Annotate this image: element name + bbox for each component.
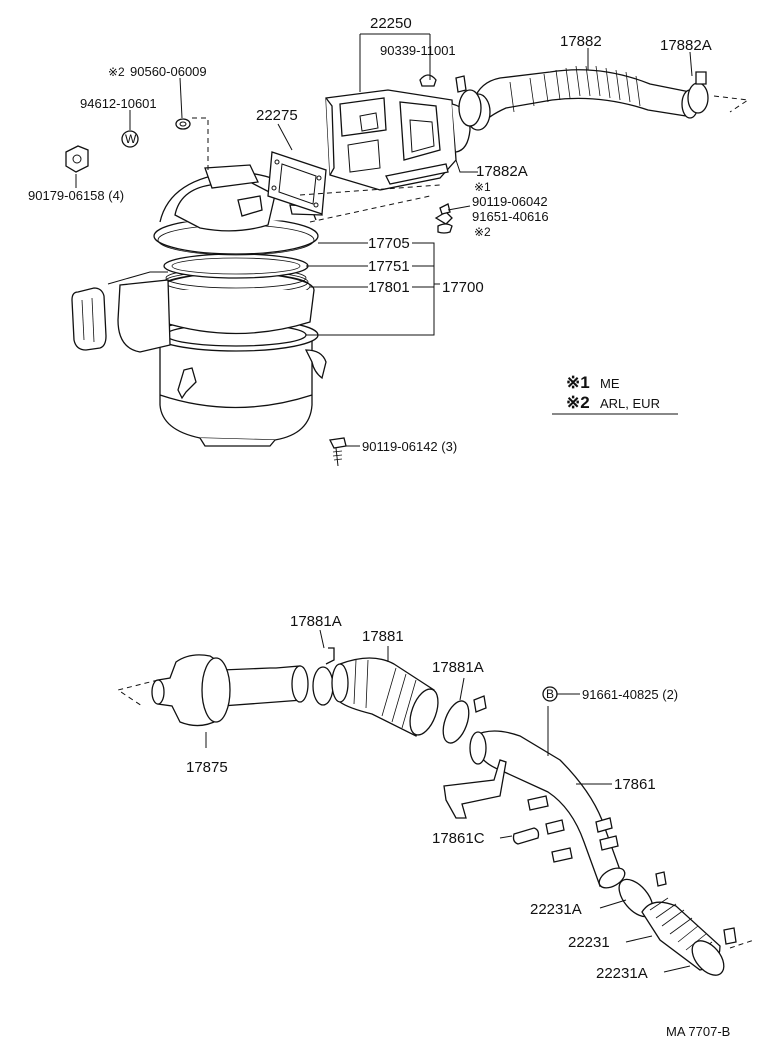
- label-91651-40616: 91651-40616: [472, 209, 549, 224]
- label-17881: 17881: [362, 628, 404, 645]
- label-22275: 22275: [256, 107, 298, 124]
- label-94612-10601: 94612-10601: [80, 96, 157, 111]
- intake-hose-17882: [455, 65, 750, 131]
- label-90119-06142: 90119-06142 (3): [362, 439, 457, 454]
- label-17861C: 17861C: [432, 830, 485, 847]
- hose-17881: [312, 647, 487, 744]
- small-hardware-top-left: W: [65, 118, 191, 173]
- legend-row1-mark: ※1: [566, 373, 590, 392]
- bolt-symbol: B: [542, 686, 558, 702]
- label-17875: 17875: [186, 759, 228, 776]
- label-17705: 17705: [368, 235, 410, 252]
- label-17861: 17861: [614, 776, 656, 793]
- label-17700: 17700: [442, 279, 484, 296]
- washer-symbol: W: [125, 132, 137, 146]
- label-22250: 22250: [370, 15, 412, 32]
- label-mark1: ※1: [474, 180, 491, 194]
- label-22231: 22231: [568, 934, 610, 951]
- bolt-symbol-letter: B: [546, 687, 554, 701]
- hose-22231: [618, 871, 755, 976]
- label-22231A-bottom: 22231A: [596, 965, 648, 982]
- label-17751: 17751: [368, 258, 410, 275]
- label-17882A-mid: 17882A: [476, 163, 528, 180]
- bolt-set-center: [434, 203, 453, 234]
- air-cleaner-assembly: [71, 164, 347, 467]
- label-90560-mark: ※2: [108, 65, 125, 79]
- gasket-22275: [267, 151, 327, 215]
- intake-pipe-17861: [443, 730, 626, 889]
- leader-lines: [75, 33, 693, 973]
- label-90339-11001: 90339-11001: [380, 43, 456, 58]
- legend-row2-mark: ※2: [566, 393, 590, 412]
- air-flow-meter-22250: [325, 74, 471, 191]
- label-90119-06042: 90119-06042: [472, 194, 548, 209]
- legend-row1-text: ME: [600, 376, 620, 391]
- legend-row2-text: ARL, EUR: [600, 396, 660, 411]
- label-17881A-right: 17881A: [432, 659, 484, 676]
- label-91661-40825: 91661-40825 (2): [582, 687, 678, 702]
- label-90560-06009: 90560-06009: [130, 64, 207, 79]
- label-17801: 17801: [368, 279, 410, 296]
- alignment-lines-upper: [192, 117, 441, 223]
- label-17882A-top: 17882A: [660, 37, 712, 54]
- label-22231A-top: 22231A: [530, 901, 582, 918]
- resonator-17875: [116, 654, 309, 727]
- diagram-code: MA 7707-B: [666, 1024, 730, 1039]
- label-90179-06158: 90179-06158 (4): [28, 188, 124, 203]
- legend: ※1 ME ※2 ARL, EUR: [552, 373, 678, 415]
- label-17881A-left: 17881A: [290, 613, 342, 630]
- label-mark2: ※2: [474, 225, 491, 239]
- label-17882: 17882: [560, 33, 602, 50]
